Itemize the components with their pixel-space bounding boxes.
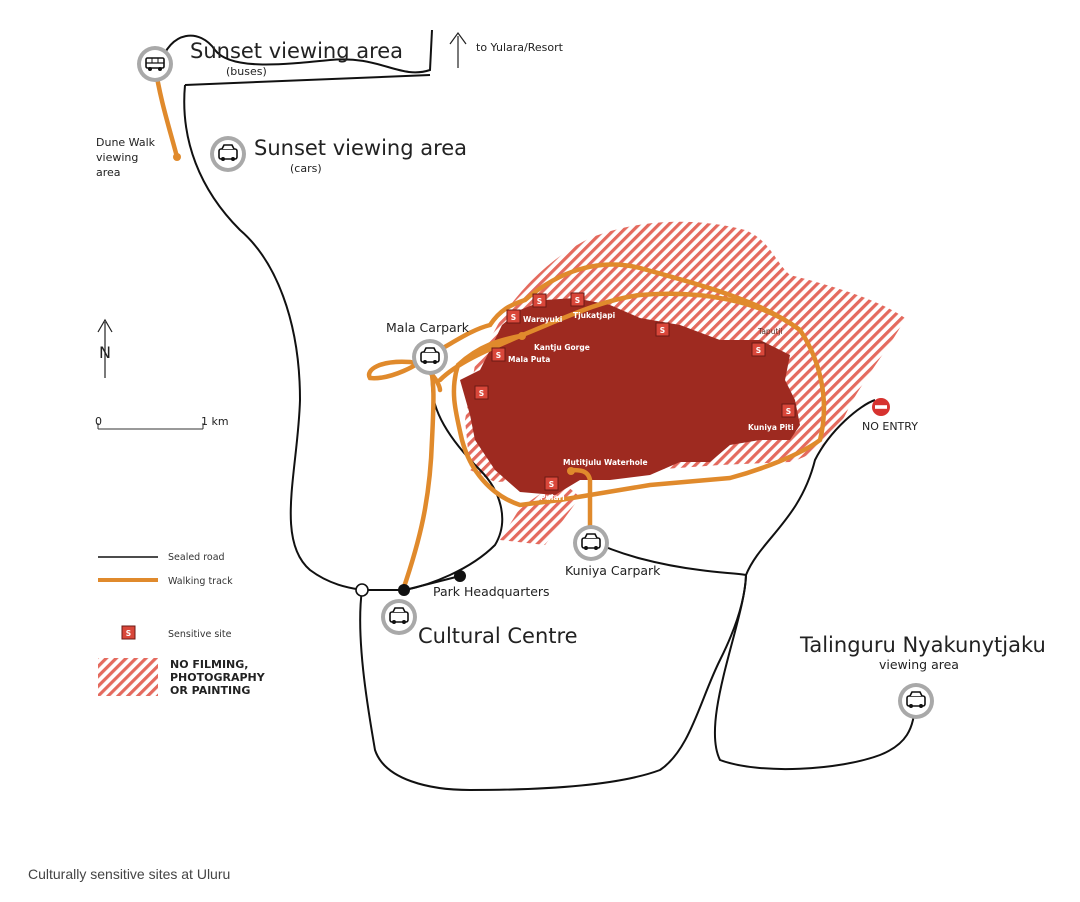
svg-text:S: S [786, 407, 791, 416]
sunset-cars-title: Sunset viewing area [254, 136, 467, 160]
svg-text:S: S [511, 313, 516, 322]
sunset-cars-sub: (cars) [290, 162, 322, 175]
talinguru-title: Talinguru Nyakunytjaku [799, 633, 1046, 657]
legend: Sealed road Walking track S Sensitive si… [98, 552, 266, 697]
svg-text:S: S [479, 389, 484, 398]
junction-dot [355, 583, 369, 597]
scale-start: 0 [95, 415, 102, 428]
no-entry-label: NO ENTRY [862, 420, 918, 433]
sunset-buses-title: Sunset viewing area [190, 39, 403, 63]
cultural-centre-dot [398, 584, 410, 596]
talinguru-sub: viewing area [879, 657, 959, 672]
site-marker-west: S [474, 385, 489, 400]
svg-text:S: S [549, 480, 554, 489]
dune-walk-line-2: viewing [96, 151, 138, 164]
svg-text:S: S [660, 326, 665, 335]
site-label-kantju-gorge: Kantju Gorge [534, 343, 590, 352]
dune-walk-dot [173, 153, 181, 161]
legend-sealed-road: Sealed road [168, 552, 225, 563]
site-marker-taputji: S [751, 342, 766, 357]
site-marker-warayuki-2: S [532, 293, 547, 308]
kuniya-carpark-label: Kuniya Carpark [565, 563, 661, 578]
site-labels: Warayuki Tjukatjapi Kantju Gorge Mala Pu… [508, 311, 794, 502]
bus-icon [137, 46, 173, 82]
no-filming-zone-south [500, 480, 580, 545]
to-yulara-label: to Yulara/Resort [476, 41, 564, 54]
svg-text:S: S [496, 351, 501, 360]
site-label-mutitjulu-waterhole: Mutitjulu Waterhole [563, 458, 648, 467]
site-marker-tjukatjapi: S [570, 292, 585, 307]
site-label-warayuki: Warayuki [523, 315, 562, 324]
dune-walk-line-3: area [96, 166, 121, 179]
site-label-taputji: Taputji [757, 327, 783, 336]
legend-walking-track: Walking track [168, 576, 233, 587]
scale-bar: 0 1 km [95, 415, 229, 430]
legend-no-filming-3: OR PAINTING [170, 684, 250, 697]
site-label-tjukatjapi: Tjukatjapi [573, 311, 615, 320]
sunset-buses-sub: (buses) [226, 65, 267, 78]
site-marker-mala-puta: S [491, 347, 506, 362]
cultural-centre-label: Cultural Centre [418, 624, 578, 648]
map-caption: Culturally sensitive sites at Uluru [28, 866, 231, 882]
park-hq-dot [454, 570, 466, 582]
car-icon [573, 525, 609, 561]
sensitive-site-markers: S S S S S S S S S [474, 292, 796, 491]
svg-text:S: S [575, 296, 580, 305]
up-arrow-icon [449, 31, 467, 68]
site-label-kuniya-piti: Kuniya Piti [748, 423, 794, 432]
north-arrow-icon: N [97, 318, 113, 378]
site-marker-warayuki: S [506, 309, 521, 324]
car-icon [898, 683, 934, 719]
mala-carpark-label: Mala Carpark [386, 320, 470, 335]
svg-text:S: S [126, 629, 131, 638]
site-marker-kuniya-piti: S [781, 403, 796, 418]
site-label-mala-puta: Mala Puta [508, 355, 550, 364]
legend-hatch-swatch [98, 658, 158, 696]
car-icon [381, 599, 417, 635]
scale-end: 1 km [201, 415, 229, 428]
car-icon [412, 339, 448, 375]
dune-walk-line-1: Dune Walk [96, 136, 156, 149]
sealed-roads [159, 29, 916, 792]
site-label-pulari: Pulari [540, 493, 565, 502]
mutitjulu-dot [567, 467, 575, 475]
site-marker-pulari: S [544, 476, 559, 491]
legend-site-marker: S [121, 625, 136, 640]
uluru-map: S S S S S S S S S Warayuki Tjukatjapi Ka… [95, 29, 1046, 792]
park-hq-label: Park Headquarters [433, 584, 550, 599]
north-label: N [99, 343, 111, 362]
uluru-rock [460, 298, 800, 495]
legend-sensitive-site: Sensitive site [168, 629, 232, 640]
kantju-gorge-dot [518, 332, 526, 340]
legend-no-filming-2: PHOTOGRAPHY [170, 671, 266, 684]
svg-text:S: S [756, 346, 761, 355]
no-entry-icon [872, 398, 890, 416]
svg-text:S: S [537, 297, 542, 306]
car-icon [210, 136, 246, 172]
legend-no-filming-1: NO FILMING, [170, 658, 248, 671]
site-marker-central: S [655, 322, 670, 337]
